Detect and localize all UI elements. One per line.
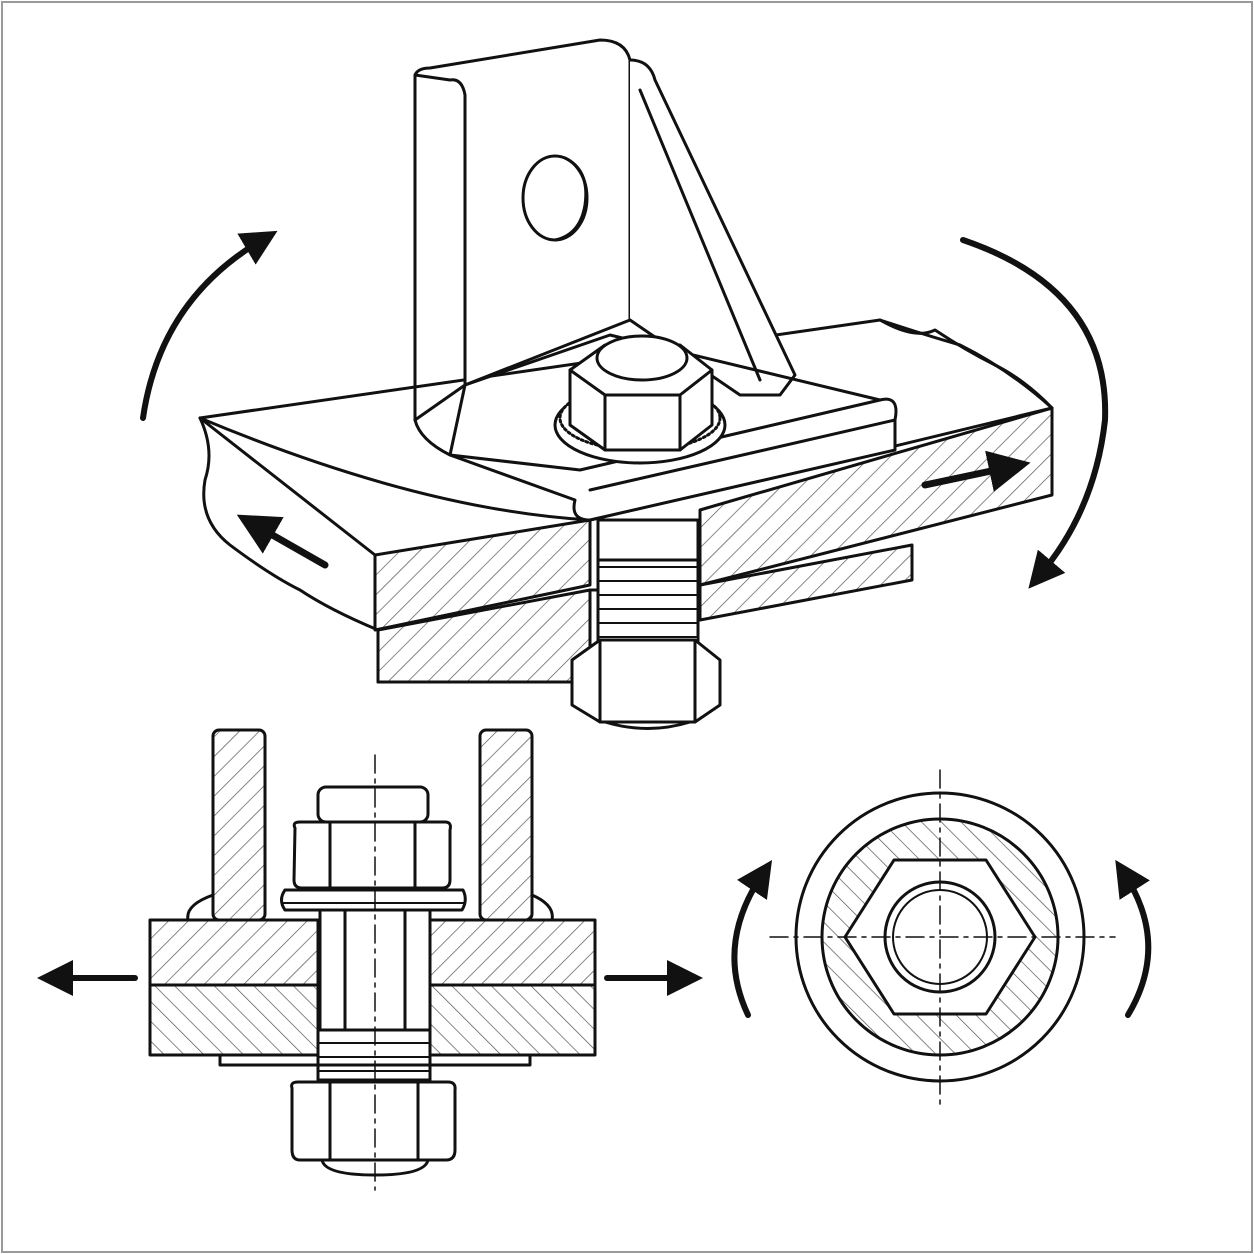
isometric-assembly bbox=[140, 38, 1109, 730]
bracket-wall-left bbox=[211, 728, 267, 922]
section-view bbox=[37, 728, 703, 1191]
arrow-right-icon bbox=[921, 450, 1031, 492]
arrow-rotate-ccw-icon bbox=[140, 230, 278, 421]
hex-head-section bbox=[292, 820, 452, 890]
hex-nut-3d bbox=[570, 638, 722, 730]
arrow-rotate-cw-icon bbox=[1115, 859, 1152, 1018]
lower-plate-section-left bbox=[148, 983, 320, 1057]
arrow-rotate-ccw-icon bbox=[731, 860, 773, 1018]
l-bracket bbox=[413, 38, 898, 522]
hex-nut-section bbox=[290, 1080, 457, 1162]
arrow-left-icon bbox=[236, 514, 329, 569]
bolt-thread-section bbox=[316, 1028, 432, 1082]
top-view bbox=[731, 769, 1152, 1109]
upper-plate-section-left bbox=[148, 918, 320, 987]
bracket-wall-right bbox=[478, 728, 534, 922]
arrow-rotate-cw-icon bbox=[960, 237, 1109, 589]
upper-plate-section-right bbox=[428, 918, 597, 987]
lower-plate-section-right bbox=[428, 983, 597, 1057]
washer-section bbox=[280, 888, 467, 912]
hex-head-3d bbox=[568, 334, 714, 452]
bolt-end-section bbox=[316, 785, 430, 824]
bolt-shank-3d bbox=[596, 518, 700, 652]
